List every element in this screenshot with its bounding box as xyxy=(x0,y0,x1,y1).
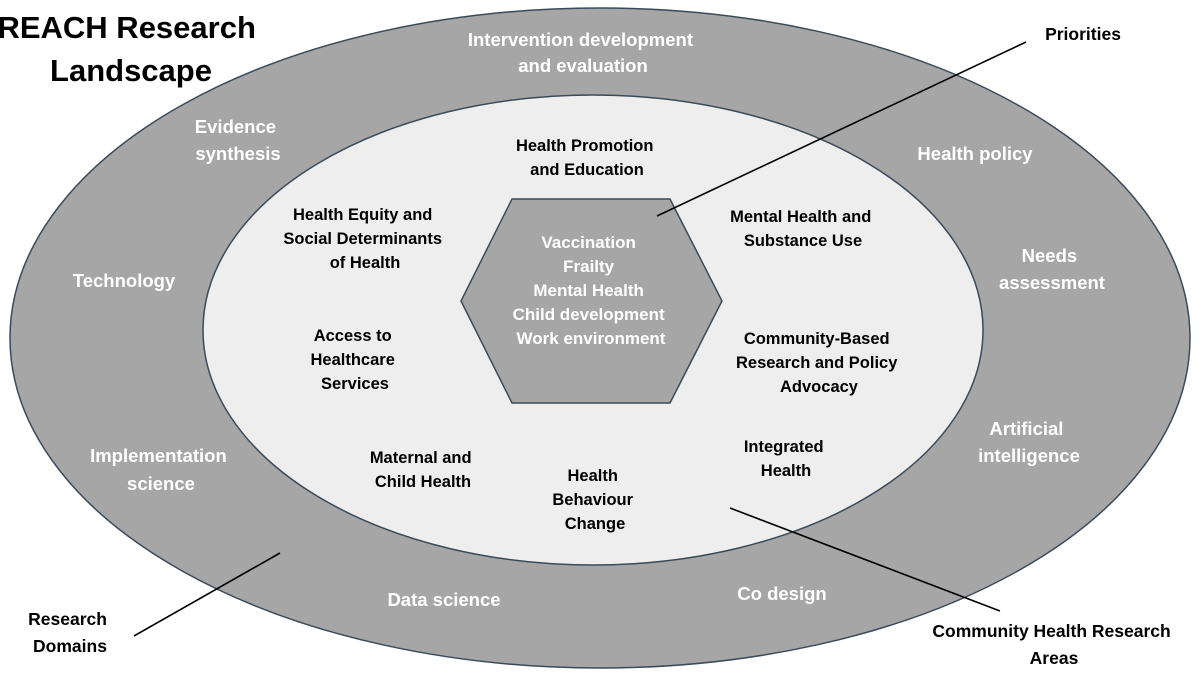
domain-label-line: intelligence xyxy=(978,445,1080,466)
area-label-line: Maternal and xyxy=(370,449,472,467)
area-label-line: Health xyxy=(761,462,811,480)
area-label-line: Services xyxy=(321,375,389,393)
area-health-equity: Health Equity and Social Determinants of… xyxy=(283,206,446,272)
area-label-line: Community-Based xyxy=(744,330,890,348)
priorities-callout-label: Priorities xyxy=(1045,24,1121,44)
research-domain-labels: Intervention development and evaluation … xyxy=(73,29,1105,610)
callout-line: Research xyxy=(28,609,107,629)
priorities-list: Vaccination Frailty Mental Health Child … xyxy=(513,233,670,348)
area-mental-health-substance-use: Mental Health and Substance Use xyxy=(730,208,876,250)
community-areas-callout-label: Community Health Research Areas xyxy=(932,621,1175,668)
priority-item: Vaccination xyxy=(541,233,635,252)
area-label-line: Child Health xyxy=(375,473,471,491)
priorities-leader-line xyxy=(656,41,1027,217)
area-label-line: of Health xyxy=(330,254,401,272)
domain-label-line: Artificial xyxy=(989,418,1063,439)
domain-label-line: Co design xyxy=(737,583,826,604)
research-domains-callout-label: Research Domains xyxy=(28,609,112,656)
domain-label-line: Needs xyxy=(1022,245,1078,266)
domain-label-line: assessment xyxy=(999,272,1105,293)
area-label-line: Social Determinants xyxy=(283,230,442,248)
area-label-line: Healthcare xyxy=(311,351,395,369)
title-line: Landscape xyxy=(50,53,212,88)
priority-item: Work environment xyxy=(517,329,666,348)
title-line: REACH Research xyxy=(0,10,256,45)
domain-data-science: Data science xyxy=(387,589,500,610)
domain-label-line: Health policy xyxy=(917,143,1033,164)
area-health-promotion: Health Promotion and Education xyxy=(516,137,658,179)
domain-label-line: Evidence xyxy=(195,116,276,137)
domain-health-policy: Health policy xyxy=(917,143,1033,164)
callout-line: Community Health Research xyxy=(932,621,1170,641)
area-label-line: Health Equity and xyxy=(293,206,432,224)
domain-label-line: Technology xyxy=(73,270,176,291)
priority-item: Frailty xyxy=(563,257,615,276)
community-health-area-labels: Health Promotion and Education Health Eq… xyxy=(283,137,902,533)
area-label-line: Access to xyxy=(314,327,392,345)
domain-artificial-intelligence: Artificial intelligence xyxy=(978,418,1080,466)
domain-label-line: Intervention development xyxy=(468,29,693,50)
domain-technology: Technology xyxy=(73,270,176,291)
callout-line: Areas xyxy=(1030,648,1079,668)
area-maternal-child-health: Maternal and Child Health xyxy=(370,449,476,491)
domain-label-line: synthesis xyxy=(195,143,280,164)
area-access-to-healthcare: Access to Healthcare Services xyxy=(311,327,400,393)
area-label-line: Substance Use xyxy=(744,232,862,250)
area-label-line: Behaviour xyxy=(552,491,633,509)
priority-item: Mental Health xyxy=(533,281,644,300)
area-label-line: Research and Policy xyxy=(736,354,898,372)
domain-intervention-development: Intervention development and evaluation xyxy=(468,29,698,76)
priorities-hexagon xyxy=(460,198,723,404)
community-areas-leader-line xyxy=(729,507,1001,612)
area-integrated-health: Integrated Health xyxy=(744,438,828,480)
domain-needs-assessment: Needs assessment xyxy=(999,245,1105,293)
area-health-behaviour-change: Health Behaviour Change xyxy=(552,467,637,533)
area-label-line: Integrated xyxy=(744,438,824,456)
area-label-line: Mental Health and xyxy=(730,208,871,226)
domain-co-design: Co design xyxy=(737,583,826,604)
domain-label-line: Implementation xyxy=(90,445,227,466)
area-community-based-research: Community-Based Research and Policy Advo… xyxy=(736,330,902,396)
area-label-line: Advocacy xyxy=(780,378,859,396)
priority-item: Child development xyxy=(513,305,665,324)
domain-evidence-synthesis: Evidence synthesis xyxy=(195,116,281,164)
callout-line: Domains xyxy=(33,636,107,656)
area-label-line: Health Promotion xyxy=(516,137,654,155)
diagram-title: REACH Research Landscape xyxy=(0,10,265,88)
area-label-line: Health xyxy=(567,467,617,485)
research-domains-leader-line xyxy=(133,552,281,637)
domain-label-line: Data science xyxy=(387,589,500,610)
domain-label-line: science xyxy=(127,473,195,494)
domain-label-line: and evaluation xyxy=(518,55,648,76)
area-label-line: Change xyxy=(565,515,626,533)
domain-implementation-science: Implementation science xyxy=(90,445,232,494)
area-label-line: and Education xyxy=(530,161,644,179)
